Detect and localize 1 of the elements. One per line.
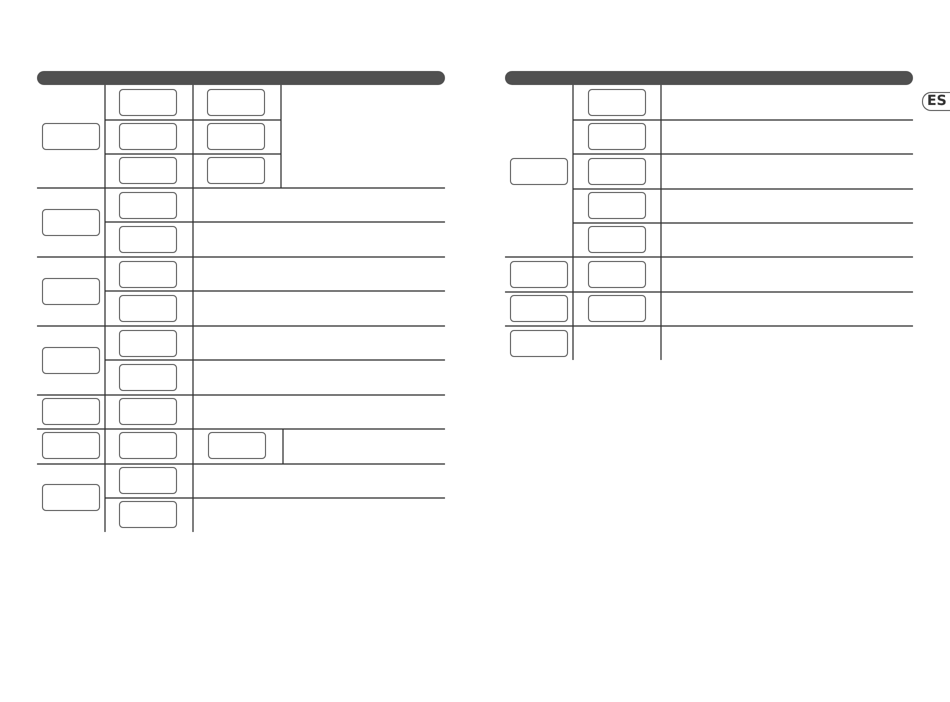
language-tab: ES [922, 92, 950, 111]
